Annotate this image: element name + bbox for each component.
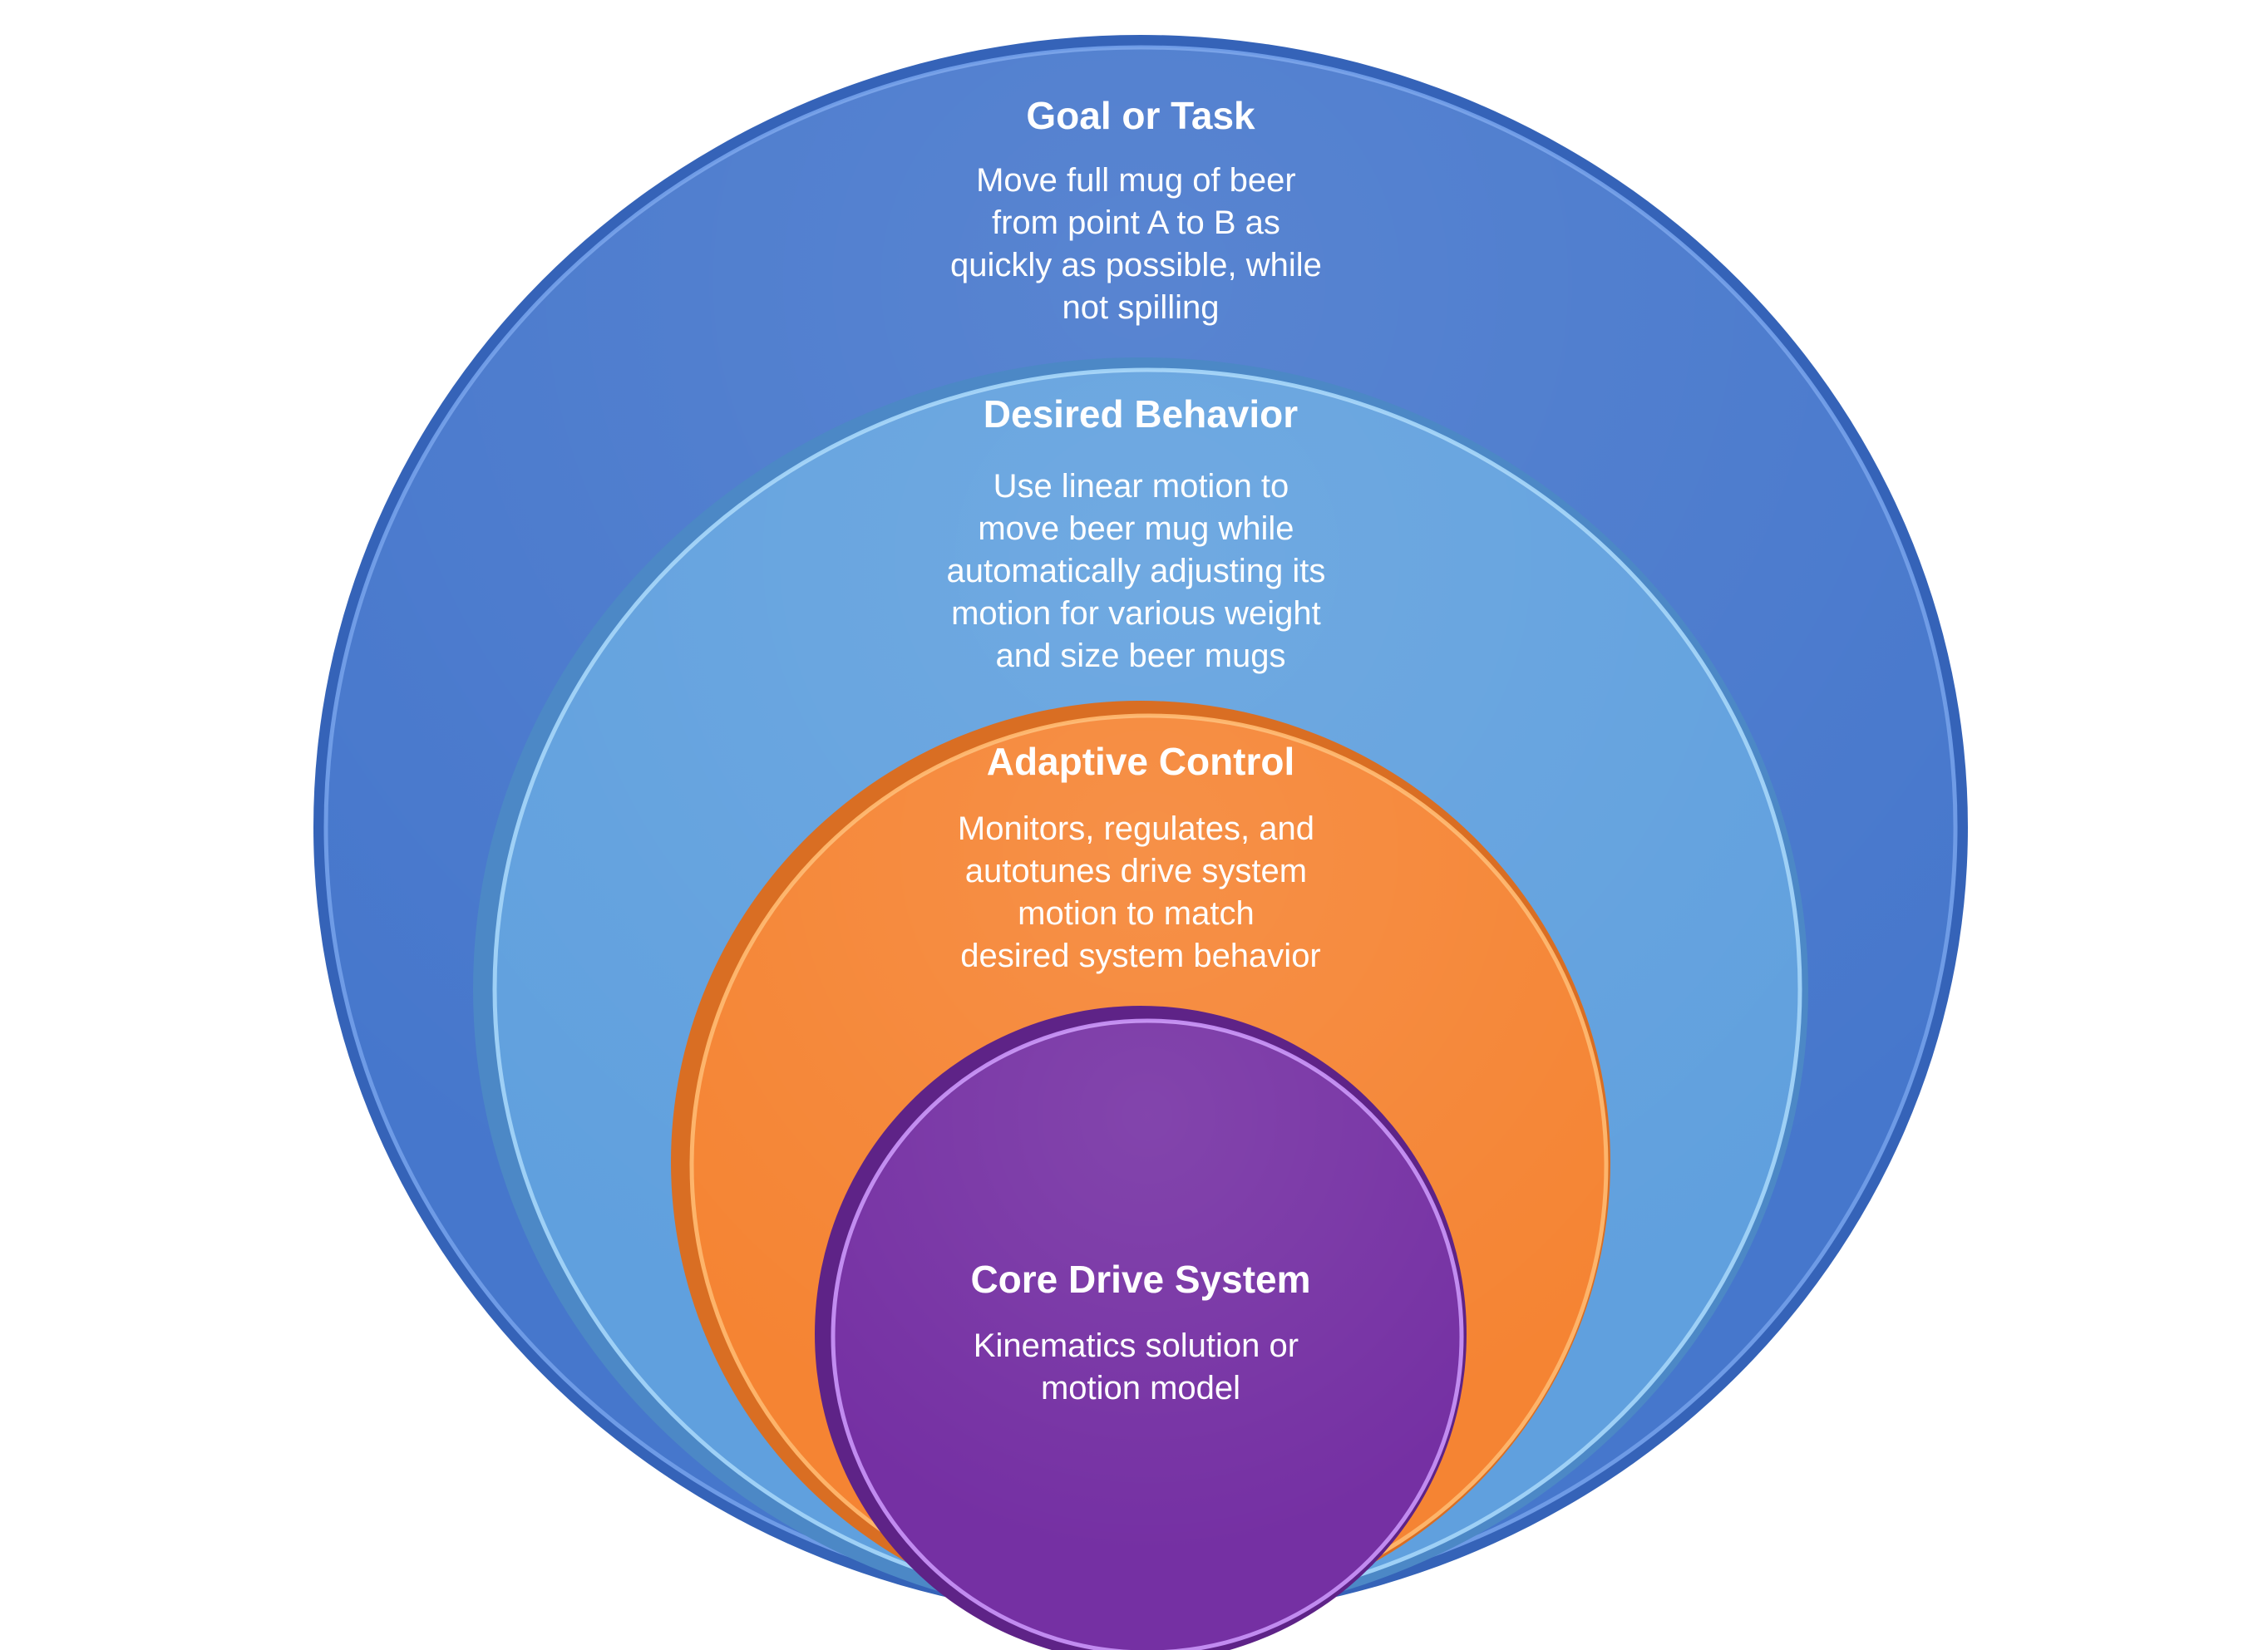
adaptive-desc-line: Monitors, regulates, and (958, 810, 1314, 847)
behavior-description: Use linear motion to move beer mug while… (947, 468, 1335, 674)
behavior-desc-line: and size beer mugs (995, 638, 1285, 674)
core-circle-shine (833, 1021, 1462, 1650)
goal-description: Move full mug of beer from point A to B … (950, 162, 1331, 326)
goal-desc-line: Move full mug of beer (976, 162, 1296, 199)
adaptive-desc-line: desired system behavior (960, 938, 1321, 974)
adaptive-title: Adaptive Control (987, 740, 1295, 783)
goal-desc-line: from point A to B as (992, 204, 1280, 241)
adaptive-desc-line: motion to match (1018, 895, 1255, 932)
behavior-desc-line: move beer mug while (978, 510, 1294, 547)
core-desc-line: Kinematics solution or (974, 1327, 1299, 1364)
behavior-desc-line: motion for various weight (951, 595, 1321, 632)
behavior-desc-line: Use linear motion to (993, 468, 1289, 505)
behavior-title: Desired Behavior (984, 392, 1298, 436)
adaptive-desc-line: autotunes drive system (965, 853, 1307, 889)
core-title: Core Drive System (970, 1258, 1310, 1301)
layer-core: Core Drive System Kinematics solution or… (815, 1006, 1467, 1650)
goal-desc-line: not spilling (1062, 289, 1219, 326)
goal-desc-line: quickly as possible, while (950, 247, 1322, 283)
adaptive-description: Monitors, regulates, and autotunes drive… (958, 810, 1324, 974)
behavior-desc-line: automatically adjusting its (947, 553, 1326, 589)
core-description: Kinematics solution or motion model (974, 1327, 1308, 1406)
goal-title: Goal or Task (1026, 94, 1255, 137)
core-desc-line: motion model (1041, 1370, 1240, 1406)
